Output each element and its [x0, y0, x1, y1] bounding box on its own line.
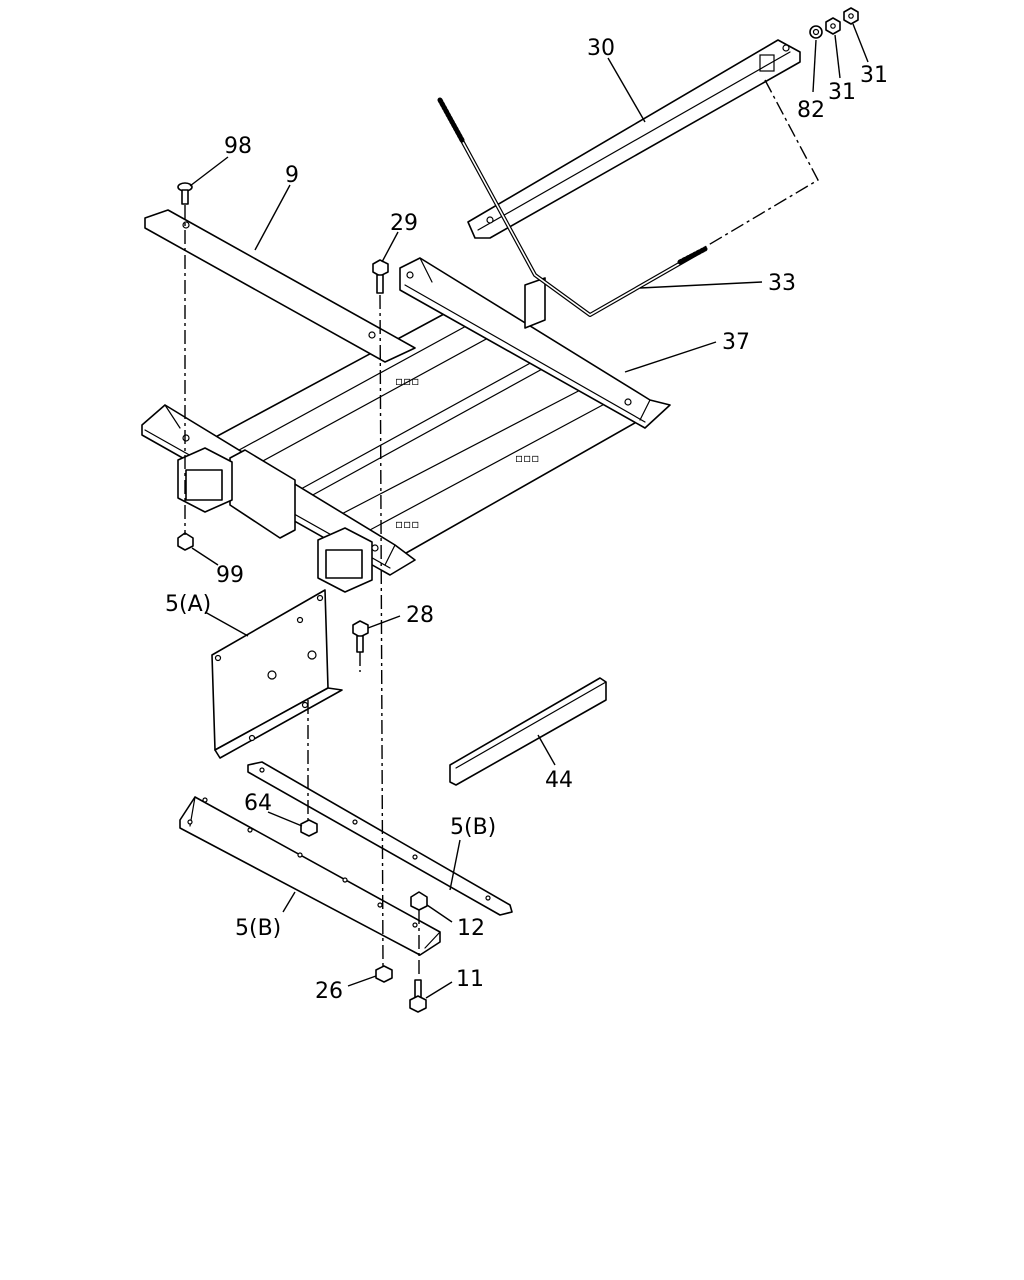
strip-44 — [449, 677, 607, 786]
frame-hole — [182, 434, 190, 442]
center-lines — [184, 79, 819, 978]
callout-5b-left: 5(B) — [235, 916, 281, 941]
callout-26: 26 — [315, 979, 343, 1004]
rail-5b-right — [247, 761, 513, 916]
frame-hole — [624, 398, 632, 406]
callout-64: 64 — [244, 791, 272, 816]
callout-29: 29 — [390, 211, 418, 236]
frame-hole — [406, 271, 414, 279]
callout-31-outer: 31 — [860, 63, 888, 88]
callouts: 98 9 29 30 82 31 31 33 37 99 5(A) 28 44 … — [165, 36, 888, 1004]
nut-12-icon — [410, 891, 428, 911]
callout-31-inner: 31 — [828, 80, 856, 105]
frame-assembly: ▫▫▫ ▫▫▫ ▫▫▫ — [141, 257, 671, 593]
callout-11: 11 — [456, 967, 484, 992]
leg-right-opening — [325, 549, 363, 579]
callout-12: 12 — [457, 916, 485, 941]
callout-9: 9 — [285, 163, 299, 188]
rod-33 — [437, 97, 708, 317]
frame-post — [524, 277, 546, 329]
callout-5b-right: 5(B) — [450, 815, 496, 840]
bracket-5a — [211, 589, 343, 759]
nut-31-icon — [825, 17, 841, 35]
slot-mark: ▫▫▫ — [395, 517, 419, 531]
frame-hole — [371, 544, 379, 552]
arm-30 — [467, 39, 801, 239]
callout-98: 98 — [224, 134, 252, 159]
callout-44: 44 — [545, 768, 573, 793]
callout-33: 33 — [768, 271, 796, 296]
nut-99-icon — [177, 532, 194, 551]
rail-5b-left — [179, 796, 441, 956]
slot-mark: ▫▫▫ — [515, 451, 539, 465]
callout-5a: 5(A) — [165, 592, 211, 617]
bolt-29-icon — [372, 259, 389, 294]
leg-left-opening — [185, 469, 223, 501]
nut-31-icon — [843, 7, 859, 25]
callout-37: 37 — [722, 330, 750, 355]
nut-64-icon — [300, 819, 318, 837]
callout-99: 99 — [216, 563, 244, 588]
washer-82-icon — [809, 25, 823, 39]
bolt-28-icon — [352, 620, 369, 653]
nut-26-icon — [375, 965, 393, 983]
callout-28: 28 — [406, 603, 434, 628]
callout-82: 82 — [797, 98, 825, 123]
mid-bracket — [229, 449, 296, 539]
slot-mark: ▫▫▫ — [395, 374, 419, 388]
bolt-98-icon — [177, 182, 193, 205]
callout-30: 30 — [587, 36, 615, 61]
bolt-11-icon — [409, 979, 427, 1013]
plate-9 — [144, 209, 416, 363]
leader-lines — [189, 23, 869, 999]
